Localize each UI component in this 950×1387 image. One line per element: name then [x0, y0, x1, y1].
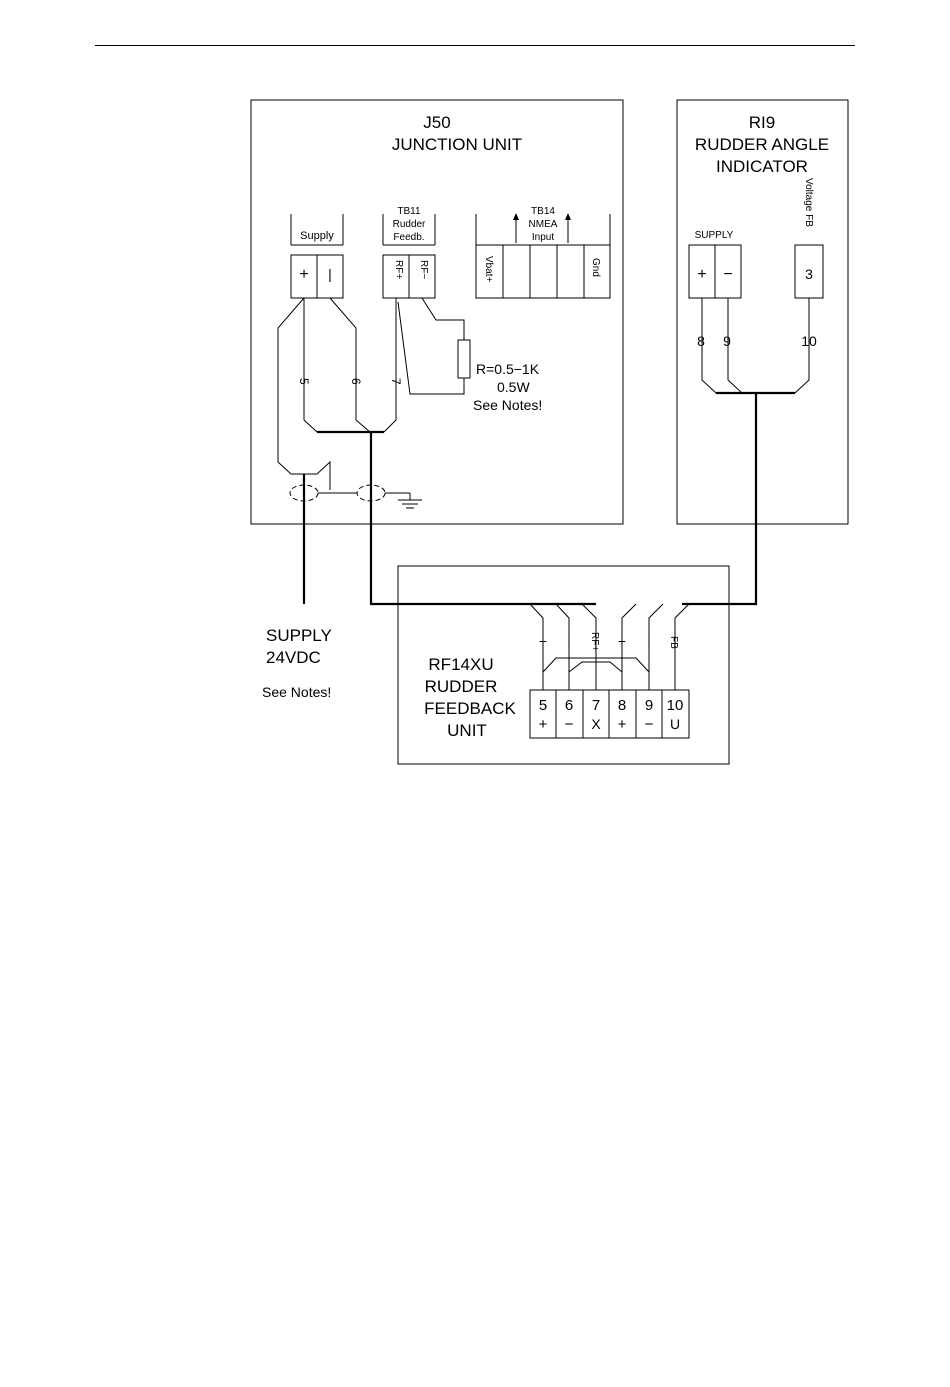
resistor-value: R=0.5−1K [476, 361, 540, 377]
j50-wire-7: 7 [389, 378, 403, 385]
junction-unit-box: J50 JUNCTION UNIT [251, 100, 623, 524]
ri9-supply-plus: + [697, 266, 706, 283]
ri9-supply-block: SUPPLY + − [689, 230, 741, 298]
rf14-terminal-7-symbol: X [591, 716, 601, 732]
j50-cable: 5 6 7 [278, 298, 470, 604]
feedback-unit-line3: FEEDBACK [424, 699, 516, 718]
supply-plus-terminal: + [299, 266, 308, 283]
rf14-terminal-5-symbol: + [539, 716, 548, 733]
ri9-wire-9: 9 [723, 333, 731, 349]
resistor-power: 0.5W [497, 379, 530, 395]
rf14-terminal-8-symbol: + [618, 716, 627, 733]
ri9-wire-8: 8 [697, 333, 705, 349]
rf14-lead-plus-1: + [539, 633, 547, 649]
ri9-wire-10: 10 [801, 333, 817, 349]
tb14-terminal-block: TB14 NMEA Input Vbat+ Gnd [476, 206, 610, 298]
ri9-voltage-fb-label: Voltage FB [803, 178, 814, 227]
rf14-terminal-strip: 5 + 6 − 7 X 8 + 9 − 10 U [530, 690, 689, 738]
feedback-unit-box: RF14XU RUDDER FEEDBACK UNIT [398, 566, 729, 764]
junction-unit-title: JUNCTION UNIT [392, 135, 522, 154]
resistor-see-notes: See Notes! [473, 397, 542, 413]
tb14-line2: Input [532, 232, 554, 243]
rf14-terminal-9-symbol: − [645, 716, 654, 733]
supply-see-notes: See Notes! [262, 684, 331, 700]
indicator-title-line2: INDICATOR [716, 157, 808, 176]
supply-minus-terminal: | [328, 266, 332, 282]
rf14-lead-plus-2: + [618, 633, 626, 649]
feedback-unit-line1: RF14XU [428, 655, 493, 674]
resistor-icon [458, 340, 470, 378]
feedback-unit-line2: RUDDER [425, 677, 498, 696]
indicator-box: RI9 RUDDER ANGLE INDICATOR [677, 100, 848, 524]
rf14-leads: + | RF+ + | FB [530, 604, 689, 690]
ri9-fb-terminal: 3 [805, 266, 813, 282]
j50-wire-6: 6 [349, 378, 363, 385]
rf14-terminal-5-number: 5 [539, 697, 547, 714]
ri9-fb-block: Voltage FB 3 [795, 178, 823, 298]
tb14-vbat: Vbat+ [483, 256, 494, 283]
tb14-gnd: Gnd [590, 258, 601, 277]
rf14-terminal-9-number: 9 [645, 697, 653, 714]
cable-shield-ground [290, 485, 422, 508]
junction-unit-id: J50 [423, 113, 450, 132]
tb11-rf-plus: RF+ [393, 260, 404, 279]
arrow-up-icon [565, 213, 571, 220]
tb11-terminal-block: TB11 Rudder Feedb. RF+ RF− [383, 206, 435, 298]
ri9-supply-minus: − [723, 266, 732, 283]
rf14-lead-rf-plus: RF+ [589, 632, 600, 651]
rf14-terminal-10-number: 10 [667, 697, 684, 714]
j50-wire-5: 5 [297, 378, 311, 385]
tb11-rf-minus: RF− [418, 260, 429, 279]
supply-voltage: 24VDC [266, 648, 321, 667]
rf14-terminal-6-symbol: − [565, 716, 574, 733]
indicator-title-line1: RUDDER ANGLE [695, 135, 829, 154]
j50-to-rf14-cable [371, 432, 596, 604]
tb11-line2: Feedb. [393, 232, 424, 243]
feedback-unit-line4: UNIT [447, 721, 487, 740]
tb11-line1: Rudder [393, 219, 426, 230]
supply-note: SUPPLY 24VDC See Notes! [262, 626, 332, 700]
rf14-terminal-6-number: 6 [565, 697, 573, 714]
supply-terminal-label: Supply [300, 230, 334, 242]
supply-terminal-block: Supply + | [291, 214, 343, 298]
rf14-lead-minus-1: | [567, 635, 570, 649]
supply-title: SUPPLY [266, 626, 332, 645]
rf14-lead-fb: FB [668, 636, 679, 649]
rf14-terminal-7-number: 7 [592, 697, 600, 714]
tb14-id: TB14 [531, 206, 555, 217]
rf14-lead-minus-2: | [647, 635, 650, 649]
rf14-terminal-10-symbol: U [670, 716, 680, 732]
ri9-cable: 8 9 10 [682, 298, 817, 604]
arrow-up-icon [513, 213, 519, 220]
tb11-id: TB11 [397, 206, 421, 217]
resistor-note: R=0.5−1K 0.5W See Notes! [473, 361, 542, 413]
tb14-line1: NMEA [529, 219, 558, 230]
indicator-id: RI9 [749, 113, 775, 132]
ground-icon [398, 500, 422, 508]
rf14-terminal-8-number: 8 [618, 697, 626, 714]
ri9-supply-label: SUPPLY [695, 230, 734, 241]
